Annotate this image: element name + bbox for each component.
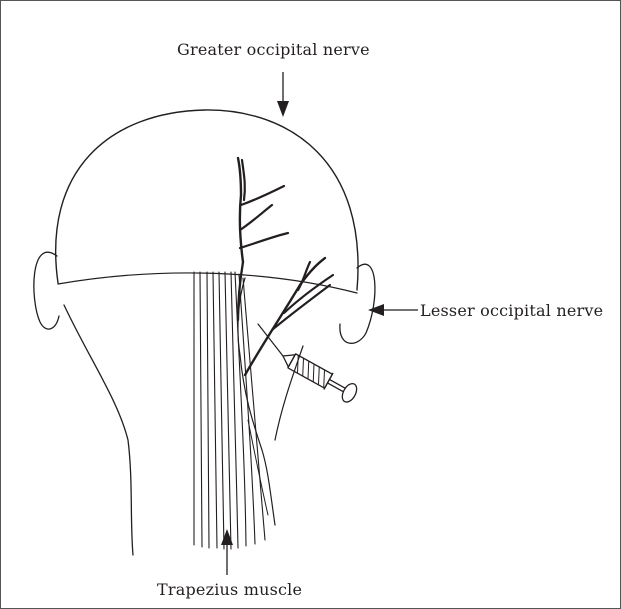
trapezius-fibers [194, 272, 265, 549]
syringe-needle [258, 324, 283, 356]
greater-occipital-nerve [238, 158, 288, 320]
trapezius-muscle-label: Trapezius muscle [157, 580, 302, 599]
trapezius-lateral-border [238, 278, 275, 525]
syringe [258, 324, 360, 405]
arrow-greater-occipital [277, 72, 289, 117]
lesser-occipital-nerve-label: Lesser occipital nerve [420, 301, 603, 320]
left-ear [34, 252, 59, 329]
left-neck-outline [64, 305, 133, 555]
head-outline [56, 110, 358, 290]
greater-occipital-nerve-label: Greater occipital nerve [177, 40, 370, 59]
arrow-lesser-occipital [368, 304, 418, 316]
right-neck-outline [275, 346, 303, 440]
